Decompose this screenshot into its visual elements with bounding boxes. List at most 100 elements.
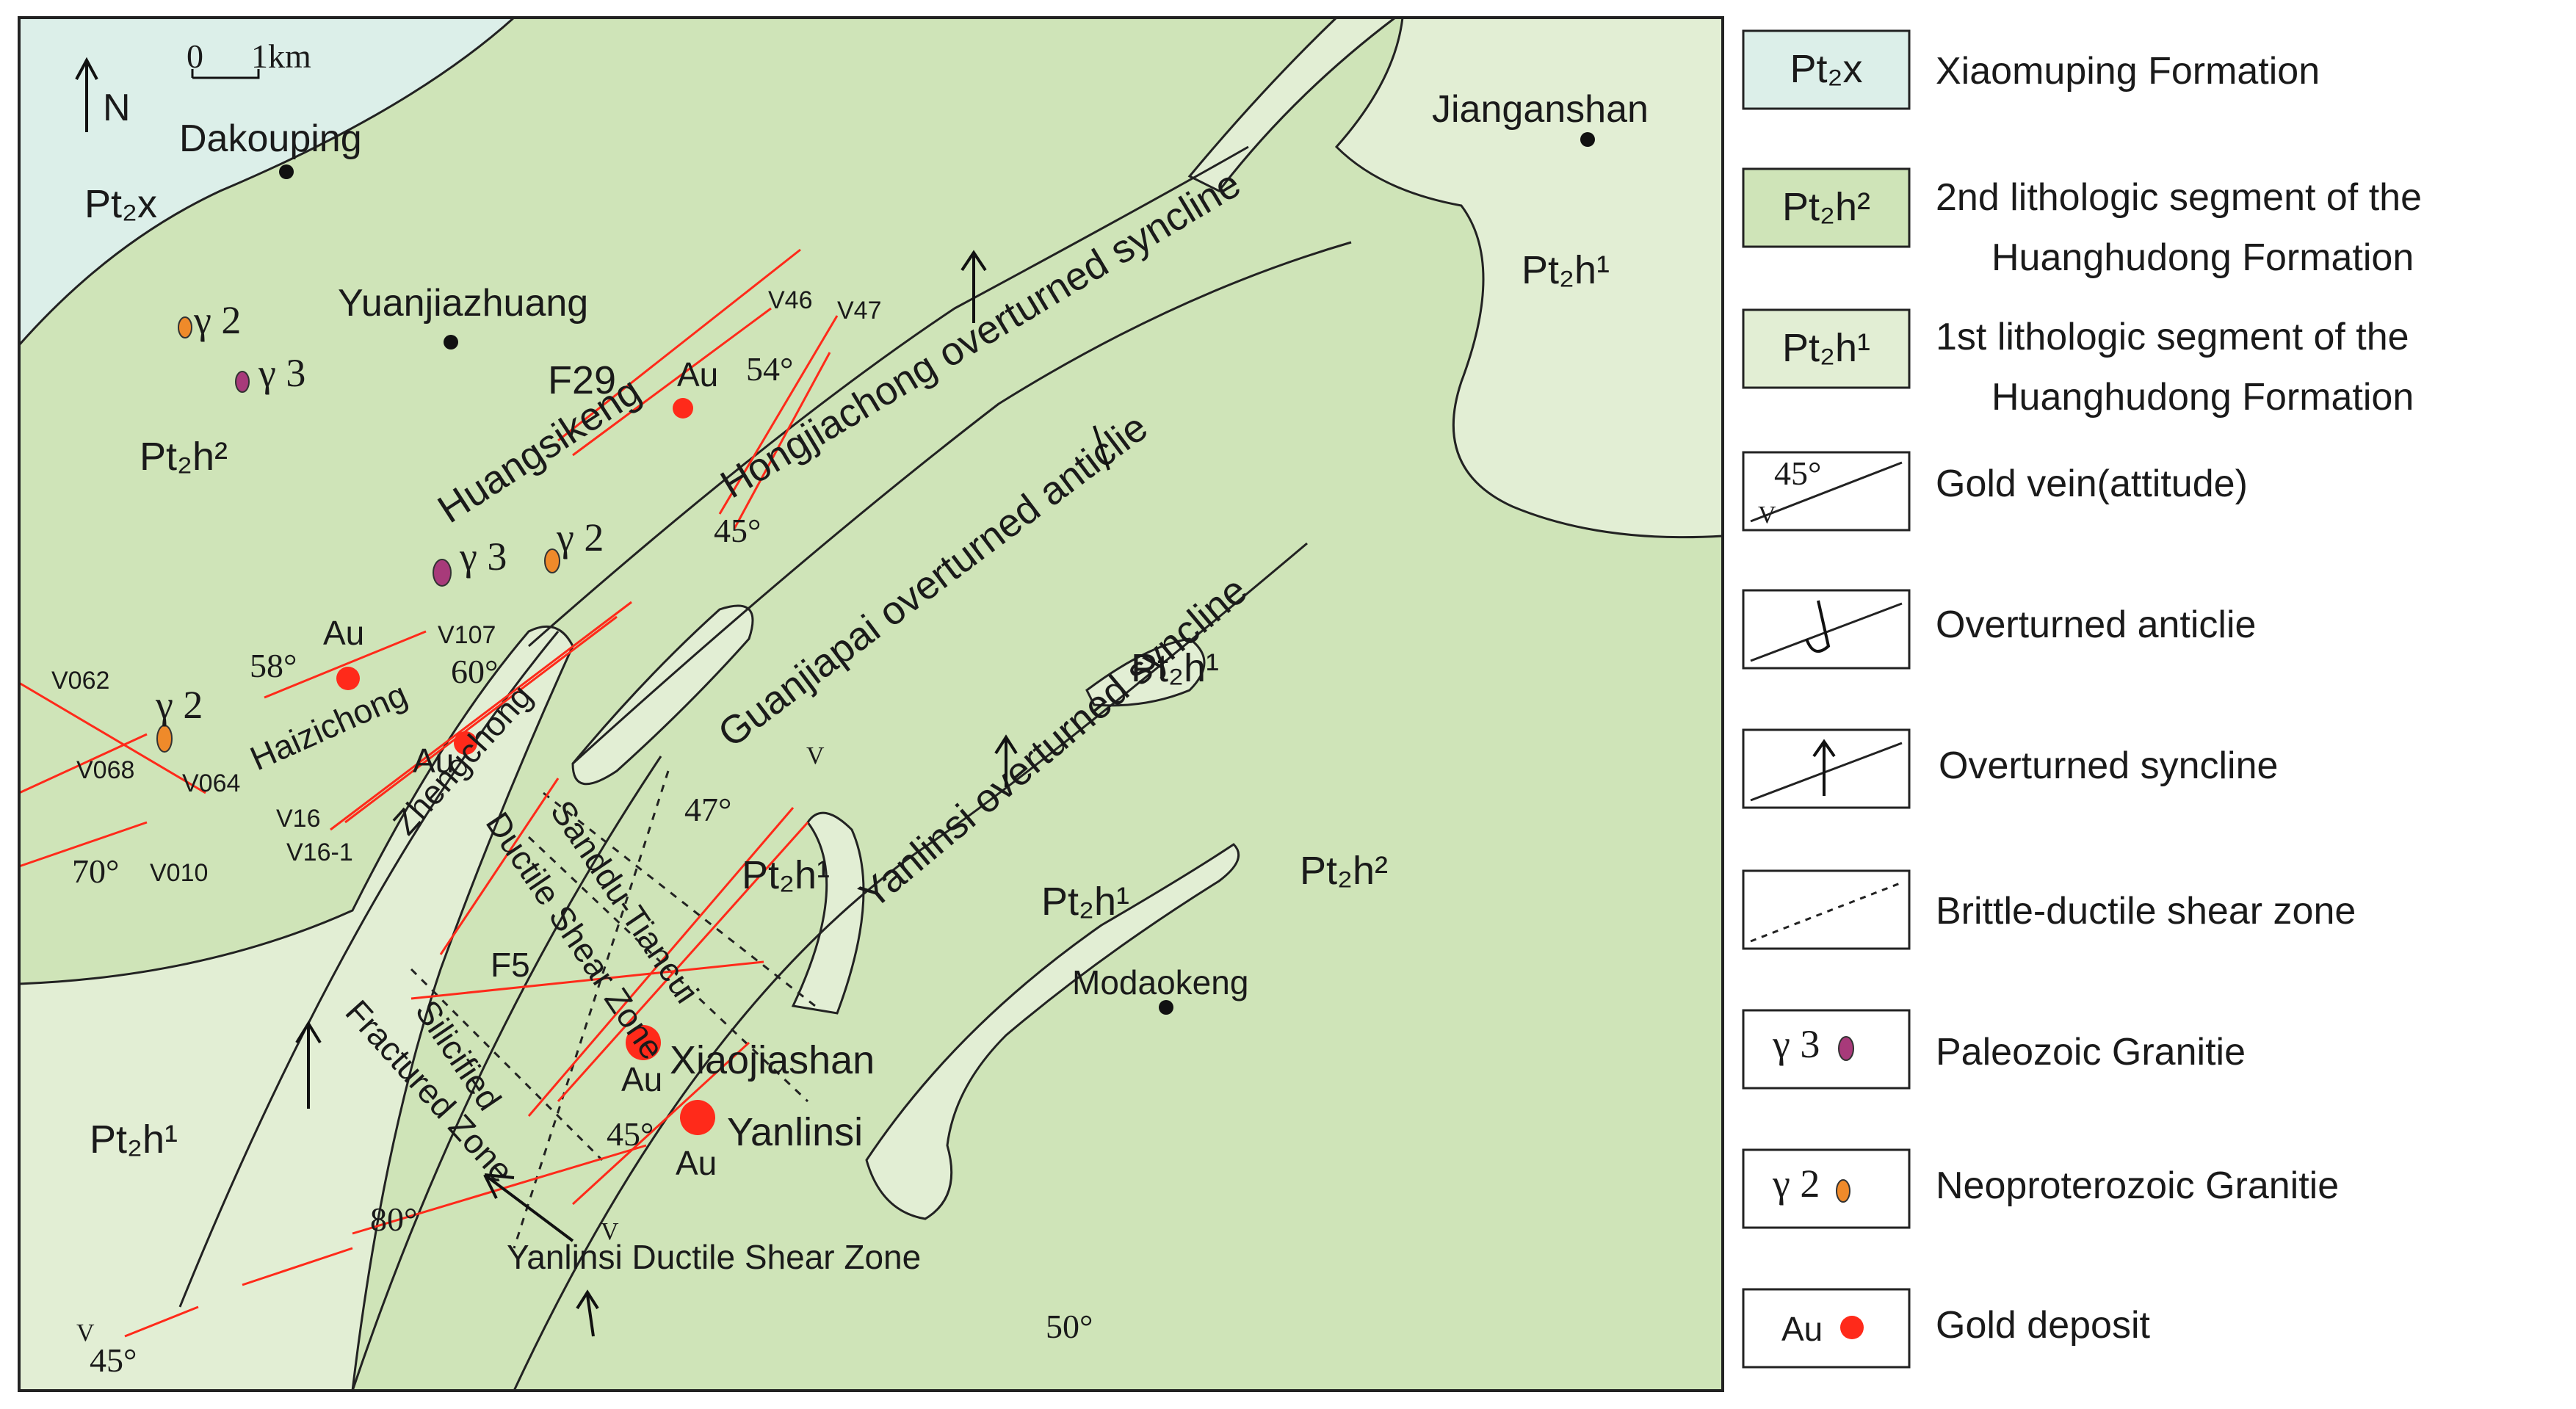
vein-xiaojiashan-a <box>527 807 795 1117</box>
hongjiachong-syncline-axis <box>528 145 1249 648</box>
deposit-zhengchong <box>454 731 477 755</box>
label-v-south: V <box>601 1218 619 1245</box>
label-attitude-70: 70° <box>72 852 119 890</box>
paleozoic-granite-icon <box>1838 1036 1854 1061</box>
label-v16-1: V16-1 <box>286 838 353 866</box>
legend-item-paleozoic-granite: γ 3 Paleozoic Granitie <box>1742 1009 2246 1090</box>
legend-swatch-syncline <box>1742 728 1911 809</box>
label-attitude-45-sw: 45° <box>90 1341 137 1379</box>
legend-code-pt2x: Pt₂x <box>1790 47 1863 91</box>
legend-item-pt2x: Pt₂x Xiaomuping Formation <box>1742 29 2320 110</box>
label-jianganshan: Jianganshan <box>1432 88 1649 131</box>
vein-yanlinsi-b <box>571 1041 750 1206</box>
pt2x-area <box>18 16 517 348</box>
label-gamma2-1: γ 2 <box>193 298 241 342</box>
anticline-fold-icon <box>1805 600 1831 653</box>
neoproterozoic-granite-3 <box>156 725 173 753</box>
vein-v010 <box>18 821 148 868</box>
vein-v062 <box>18 681 206 794</box>
scale-bar-icon <box>191 69 260 79</box>
pt2h1-sw-area <box>18 625 574 1392</box>
vein-sw-a <box>124 1305 199 1338</box>
legend-code-pt2h2: Pt₂h² <box>1782 185 1870 229</box>
label-v064: V064 <box>182 769 240 797</box>
vein-v47 <box>733 352 831 529</box>
legend-label-pt2x: Xiaomuping Formation <box>1936 50 2320 93</box>
label-attitude-60: 60° <box>451 653 498 690</box>
syncline-arrow-icon-1 <box>960 250 987 323</box>
legend-label-neoproterozoic-granite: Neoproterozoic Granitie <box>1936 1164 2339 1207</box>
scale-bar-unit: 1km <box>251 37 311 75</box>
label-f5: F5 <box>491 946 530 984</box>
legend-label-pt2h1-line1: 1st lithologic segment of the <box>1936 316 2409 358</box>
label-pt2h1-central: Pt₂h¹ <box>742 853 830 897</box>
vein-yanlinsi-a <box>352 1144 647 1235</box>
vein-v107 <box>264 630 427 699</box>
legend-item-gold-deposit: Au Gold deposit <box>1742 1288 2151 1369</box>
label-gamma2-2: γ 2 <box>556 515 604 559</box>
deposit-haizichong <box>336 667 360 690</box>
legend-label-gold-deposit: Gold deposit <box>1936 1304 2151 1347</box>
legend-item-pt2h1: Pt₂h¹ 1st lithologic segment of the Huan… <box>1742 308 2414 419</box>
legend-label-gold-vein: Gold vein(attitude) <box>1936 463 2248 505</box>
boundary-line-1 <box>351 756 662 1391</box>
label-v068: V068 <box>76 756 134 784</box>
shear-pointer-arrow-icon <box>483 1173 574 1242</box>
legend-code-gold-deposit: Au <box>1781 1310 1823 1348</box>
legend-label-pt2h1-line2: Huanghudong Formation <box>1991 376 2414 419</box>
guanjiapai-anticline-axis <box>571 241 1352 765</box>
label-au-zhengchong: Au <box>413 742 454 780</box>
label-au-yanlinsi: Au <box>676 1144 717 1182</box>
neoproterozoic-granite-1 <box>178 316 192 338</box>
anticline-arrow-icon-2 <box>295 1021 322 1109</box>
label-yanlinsi-shear: Yanlinsi Ductile Shear Zone <box>507 1238 921 1276</box>
label-pt2h1-sw: Pt₂h¹ <box>90 1118 178 1162</box>
legend-item-syncline: Overturned syncline <box>1742 728 2278 809</box>
label-gamma2-3: γ 2 <box>155 683 203 727</box>
label-yuanjiazhuang: Yuanjiazhuang <box>338 282 588 325</box>
label-modaokeng: Modaokeng <box>1072 963 1248 1001</box>
shear-zone-1 <box>410 968 604 1162</box>
legend-item-shear-zone: Brittle-ductile shear zone <box>1742 869 2356 950</box>
map-frame <box>18 16 1724 1392</box>
vein-v46 <box>718 315 839 515</box>
pt2h1-ne-area <box>1334 16 1724 539</box>
label-au-haizichong: Au <box>323 614 364 652</box>
town-yuanjiazhuang <box>444 335 458 349</box>
legend-swatch-anticline <box>1742 589 1911 670</box>
legend-item-neoproterozoic-granite: γ 2 Neoproterozoic Granitie <box>1742 1148 2339 1229</box>
shear-zone-2 <box>527 836 809 1103</box>
label-pt2h1-ne: Pt₂h¹ <box>1522 248 1610 292</box>
legend-vein-line-icon <box>1750 461 1903 523</box>
label-v16: V16 <box>276 805 321 833</box>
label-au-huangsikeng: Au <box>677 355 718 394</box>
north-label: N <box>103 87 131 129</box>
legend-label-syncline: Overturned syncline <box>1939 745 2278 787</box>
legend: Pt₂x Xiaomuping Formation Pt₂h² 2nd lith… <box>1742 29 2422 1369</box>
shear-zones <box>410 770 816 1249</box>
label-attitude-58: 58° <box>250 647 297 684</box>
vein-xiaojiashan-b <box>557 821 809 1103</box>
legend-syncline-line <box>1750 742 1903 802</box>
scale-bar-zero: 0 <box>187 37 203 75</box>
legend-swatch-neoproterozoic-granite <box>1742 1148 1911 1229</box>
label-v-sw: V <box>76 1319 95 1347</box>
vein-haizichong-a <box>330 601 632 831</box>
legend-label-shear-zone: Brittle-ductile shear zone <box>1936 890 2356 932</box>
anticline-arrow-icon-1 <box>1093 425 1110 471</box>
legend-vein-v: V <box>1758 501 1776 529</box>
label-xiaojiashan: Xiaojiashan <box>670 1038 875 1082</box>
legend-swatch-pt2x <box>1742 29 1911 110</box>
legend-swatch-pt2h1 <box>1742 308 1911 389</box>
label-v46: V46 <box>768 286 813 314</box>
legend-shear-dash-icon <box>1750 881 1903 943</box>
town-jianganshan <box>1580 132 1595 147</box>
shear-zone-4 <box>513 770 670 1249</box>
label-v062: V062 <box>51 667 109 695</box>
legend-label-pt2h2-line1: 2nd lithologic segment of the <box>1936 176 2422 219</box>
vein-f5 <box>410 960 764 1000</box>
vein-haizichong-b <box>344 615 618 824</box>
legend-swatch-shear-zone <box>1742 869 1911 950</box>
pt2h1-lens-east <box>1085 637 1206 707</box>
